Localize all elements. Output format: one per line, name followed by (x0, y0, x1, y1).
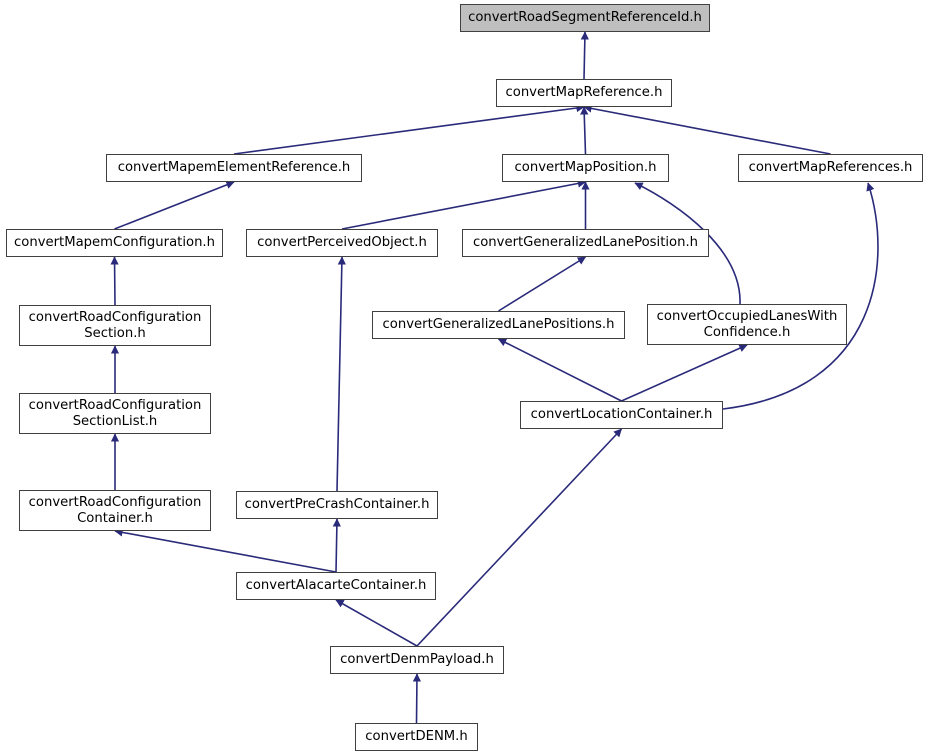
edge-group (110, 31, 879, 724)
graph-node-mapPosition[interactable]: convertMapPosition.h (502, 154, 669, 182)
graph-edge-locationContainer-to-occupiedLanesWithConfidence (621, 344, 748, 402)
graph-node-label: convertMapPosition.h (514, 160, 657, 176)
graph-node-perceivedObject[interactable]: convertPerceivedObject.h (246, 229, 438, 257)
graph-edge-preCrashContainer-to-perceivedObject (336, 256, 346, 492)
graph-edge-locationContainer-to-mapReferences (722, 182, 879, 410)
graph-node-label: convertDENM.h (365, 729, 468, 745)
graph-node-label: convertPerceivedObject.h (257, 235, 427, 251)
graph-node-roadConfigurationSection[interactable]: convertRoadConfiguration Section.h (19, 305, 211, 346)
graph-node-label: convertDenmPayload.h (340, 652, 494, 668)
graph-edge-locationContainer-to-generalizedLanePositions (497, 338, 622, 402)
graph-node-label: convertMapemElementReference.h (117, 160, 351, 176)
graph-node-label: convertRoadConfiguration Container.h (28, 495, 202, 526)
graph-node-roadConfigurationSectionList[interactable]: convertRoadConfiguration SectionList.h (19, 393, 211, 434)
graph-node-label: convertPreCrashContainer.h (244, 497, 430, 513)
graph-edge-alacarteContainer-to-roadConfigurationContainer (114, 528, 337, 573)
graph-node-label: convertMapReference.h (505, 85, 663, 101)
graph-node-label: convertMapReferences.h (748, 160, 913, 176)
graph-node-locationContainer[interactable]: convertLocationContainer.h (520, 401, 723, 429)
graph-node-generalizedLanePositions[interactable]: convertGeneralizedLanePositions.h (372, 311, 625, 339)
graph-edge-denm-to-denmPayload (412, 673, 422, 724)
graph-node-label: convertRoadConfiguration Section.h (28, 310, 202, 341)
graph-edge-denmPayload-to-locationContainer (416, 428, 623, 647)
graph-node-mapemElementReference[interactable]: convertMapemElementReference.h (106, 154, 362, 182)
graph-node-label: convertMapemConfiguration.h (14, 235, 215, 251)
graph-node-mapemConfiguration[interactable]: convertMapemConfiguration.h (6, 229, 223, 257)
graph-edge-mapPosition-to-mapReference (580, 106, 589, 155)
graph-edge-mapReferences-to-mapReference (583, 104, 831, 155)
graph-node-mapReference[interactable]: convertMapReference.h (496, 79, 672, 107)
graph-edge-generalizedLanePositions-to-generalizedLanePosition (498, 256, 587, 312)
graph-edge-mapReference-to-roadSegmentReferenceId (580, 31, 589, 80)
graph-edge-mapemElementReference-to-mapReference (233, 103, 585, 155)
graph-edge-alacarteContainer-to-preCrashContainer (332, 518, 342, 573)
graph-node-label: convertGeneralizedLanePositions.h (382, 317, 615, 333)
graph-node-occupiedLanesWithConfidence[interactable]: convertOccupiedLanesWith Confidence.h (647, 304, 847, 345)
graph-node-roadSegmentReferenceId[interactable]: convertRoadSegmentReferenceId.h (460, 4, 710, 32)
graph-edge-denmPayload-to-alacarteContainer (335, 599, 418, 647)
graph-node-preCrashContainer[interactable]: convertPreCrashContainer.h (236, 491, 438, 519)
graph-edge-mapemConfiguration-to-mapemElementReference (114, 180, 235, 230)
graph-node-label: convertOccupiedLanesWith Confidence.h (656, 309, 838, 340)
graph-node-label: convertRoadSegmentReferenceId.h (468, 10, 702, 26)
graph-node-roadConfigurationContainer[interactable]: convertRoadConfiguration Container.h (19, 490, 211, 531)
graph-node-denm[interactable]: convertDENM.h (355, 723, 478, 751)
graph-node-mapReferences[interactable]: convertMapReferences.h (738, 154, 923, 182)
graph-node-label: convertAlacarteContainer.h (245, 578, 427, 594)
graph-edge-perceivedObject-to-mapPosition (341, 179, 587, 230)
graph-node-generalizedLanePosition[interactable]: convertGeneralizedLanePosition.h (462, 229, 709, 257)
graph-node-alacarteContainer[interactable]: convertAlacarteContainer.h (236, 572, 436, 600)
graph-node-label: convertGeneralizedLanePosition.h (472, 235, 699, 251)
graph-edge-roadConfigurationSection-to-mapemConfiguration (110, 256, 119, 306)
graph-node-denmPayload[interactable]: convertDenmPayload.h (330, 646, 504, 674)
graph-node-label: convertRoadConfiguration SectionList.h (28, 398, 202, 429)
graph-node-label: convertLocationContainer.h (530, 407, 713, 423)
